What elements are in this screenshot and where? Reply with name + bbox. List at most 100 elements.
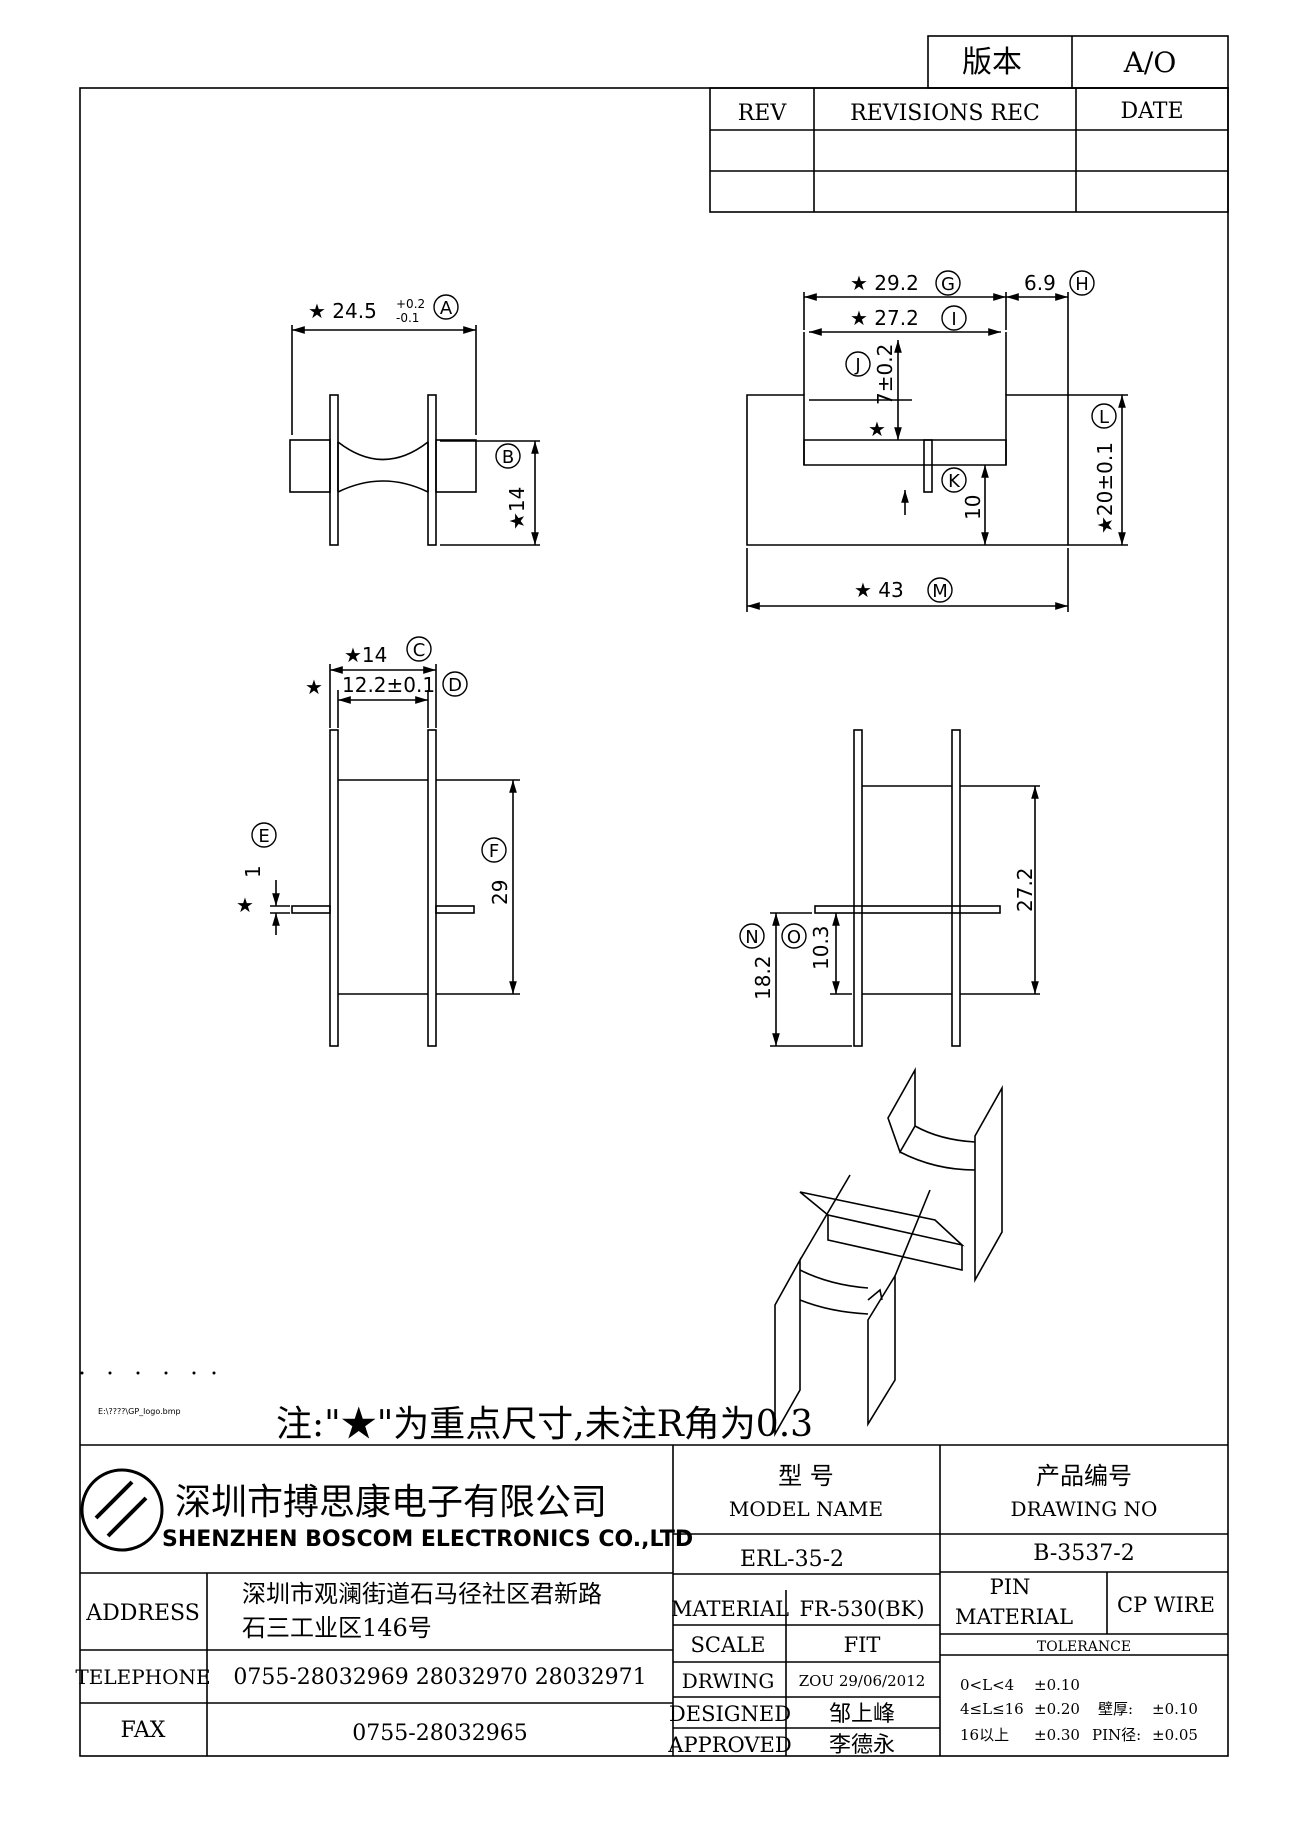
dim-f-label: 29 (488, 880, 512, 905)
tolerance-row1-value: ±0.10 (1034, 1676, 1080, 1694)
telephone-value: 0755-28032969 28032970 28032971 (233, 1665, 646, 1690)
company-name-en: SHENZHEN BOSCOM ELECTRONICS CO.,LTD (162, 1527, 693, 1552)
mark-o-circle (781, 923, 807, 949)
dim-d-star: ★ (305, 675, 323, 699)
tolerance-label: TOLERANCE (1037, 1639, 1131, 1655)
date-header: DATE (1120, 99, 1183, 124)
dim-g-label: ★ 29.2 (850, 271, 919, 295)
mark-c-circle (406, 636, 432, 662)
mark-h: H (1075, 274, 1089, 295)
designed-value: 邹上峰 (829, 1702, 895, 1727)
mark-m: M (932, 581, 948, 602)
company-logo-icon (80, 1468, 164, 1552)
material-label: MATERIAL (671, 1597, 789, 1621)
company-name-cn: 深圳市搏思康电子有限公司 (175, 1482, 607, 1523)
dim-a-label: ★ 24.5 (308, 299, 377, 323)
revision-table (709, 87, 1229, 213)
dim-a-tol-upper: +0.2 (396, 297, 425, 311)
tolerance-row2-range: 4≤L≤16 (960, 1700, 1024, 1718)
tolerance-row3-label: PIN径: (1092, 1726, 1141, 1744)
model-label-cn: 型 号 (778, 1462, 834, 1490)
end-view (770, 729, 1040, 1047)
dim-e-star: ★ (236, 893, 254, 917)
logo-placeholder-dots (80, 1371, 216, 1375)
mark-a-circle (433, 294, 459, 320)
version-value: A/O (1123, 46, 1177, 79)
address-line-2: 石三工业区146号 (242, 1614, 432, 1642)
tolerance-row3-extra: ±0.05 (1152, 1726, 1198, 1744)
drawing-note: 注:"★"为重点尺寸,未注R角为0.3 (276, 1404, 813, 1445)
dim-d-label: 12.2±0.1 (342, 673, 435, 697)
mark-e: E (258, 826, 269, 847)
mark-f: F (489, 841, 499, 862)
mark-a: A (440, 298, 453, 319)
mark-b-circle (495, 443, 521, 469)
dim-h-label: 6.9 (1024, 271, 1056, 295)
fax-label: FAX (121, 1718, 166, 1743)
tolerance-row3-value: ±0.30 (1034, 1726, 1080, 1744)
model-value: ERL-35-2 (740, 1547, 844, 1572)
pin-material-value: CP WIRE (1117, 1593, 1215, 1617)
mark-k-circle (941, 467, 967, 493)
isometric-view (774, 1066, 1003, 1438)
pin-material-label-2: MATERIAL (955, 1605, 1073, 1629)
address-line-1: 深圳市观澜街道石马径社区君新路 (242, 1580, 602, 1608)
dim-b-label: ★14 (505, 487, 529, 530)
material-value: FR-530(BK) (799, 1597, 924, 1621)
dim-a-tol-lower: -0.1 (396, 311, 419, 325)
model-label-en: MODEL NAME (729, 1497, 883, 1521)
drawing-label-cn: 产品编号 (1036, 1462, 1132, 1490)
drawing-label-en: DRAWING NO (1011, 1497, 1158, 1521)
mark-g-circle (935, 270, 961, 296)
version-label: 版本 (962, 45, 1022, 80)
mark-k: K (948, 471, 961, 492)
mark-g: G (941, 274, 955, 295)
tolerance-row3-range: 16以上 (960, 1726, 1009, 1744)
approved-label: APPROVED (667, 1733, 791, 1757)
scale-value: FIT (844, 1633, 881, 1657)
mark-c: C (413, 640, 426, 661)
mark-o: O (787, 927, 801, 948)
mark-i: I (951, 309, 956, 330)
approved-value: 李德永 (829, 1733, 895, 1758)
mark-f-circle (481, 837, 507, 863)
drawing-number: B-3537-2 (1033, 1541, 1134, 1566)
front-view (746, 292, 1128, 612)
revisions-rec-header: REVISIONS REC (850, 101, 1040, 126)
dim-n-label: 18.2 (751, 955, 775, 1000)
scale-label: SCALE (691, 1633, 766, 1657)
mark-i-circle (941, 305, 967, 331)
fax-value: 0755-28032965 (352, 1721, 527, 1746)
mark-d-circle (442, 671, 468, 697)
logo-file-path: E:\????\GP_logo.bmp (98, 1407, 181, 1416)
designed-label: DESIGNED (669, 1702, 791, 1726)
dim-j-label: 7±0.2 (873, 344, 897, 405)
dim-o-label: 10.3 (809, 925, 833, 970)
title-block (80, 1444, 1228, 1756)
pin-material-label-1: PIN (990, 1575, 1031, 1599)
mark-m-circle (927, 577, 953, 603)
tolerance-row2-extra: ±0.10 (1152, 1700, 1198, 1718)
mark-e-circle (251, 822, 277, 848)
drawing-frame (79, 87, 1229, 1757)
mark-l: L (1099, 407, 1109, 428)
mark-n: N (745, 927, 758, 948)
dim-i-label: ★ 27.2 (850, 306, 919, 330)
mark-j-circle (845, 351, 871, 377)
mark-j: J (854, 355, 860, 376)
tolerance-row2-value: ±0.20 (1034, 1700, 1080, 1718)
tolerance-row1-range: 0<L<4 (960, 1676, 1014, 1694)
side-view (270, 664, 520, 1047)
dim-l-label: ★20±0.1 (1093, 442, 1117, 534)
mark-h-circle (1069, 270, 1095, 296)
dim-e-label: 1 (241, 865, 265, 878)
mark-d: D (448, 675, 462, 696)
drawing-by-label: DRWING (682, 1669, 775, 1693)
dim-10-label: 10 (961, 495, 985, 520)
tolerance-row2-label: 壁厚: (1098, 1700, 1133, 1718)
top-view (289, 325, 540, 546)
address-label: ADDRESS (85, 1601, 200, 1626)
dim-27-label: 27.2 (1013, 867, 1037, 912)
